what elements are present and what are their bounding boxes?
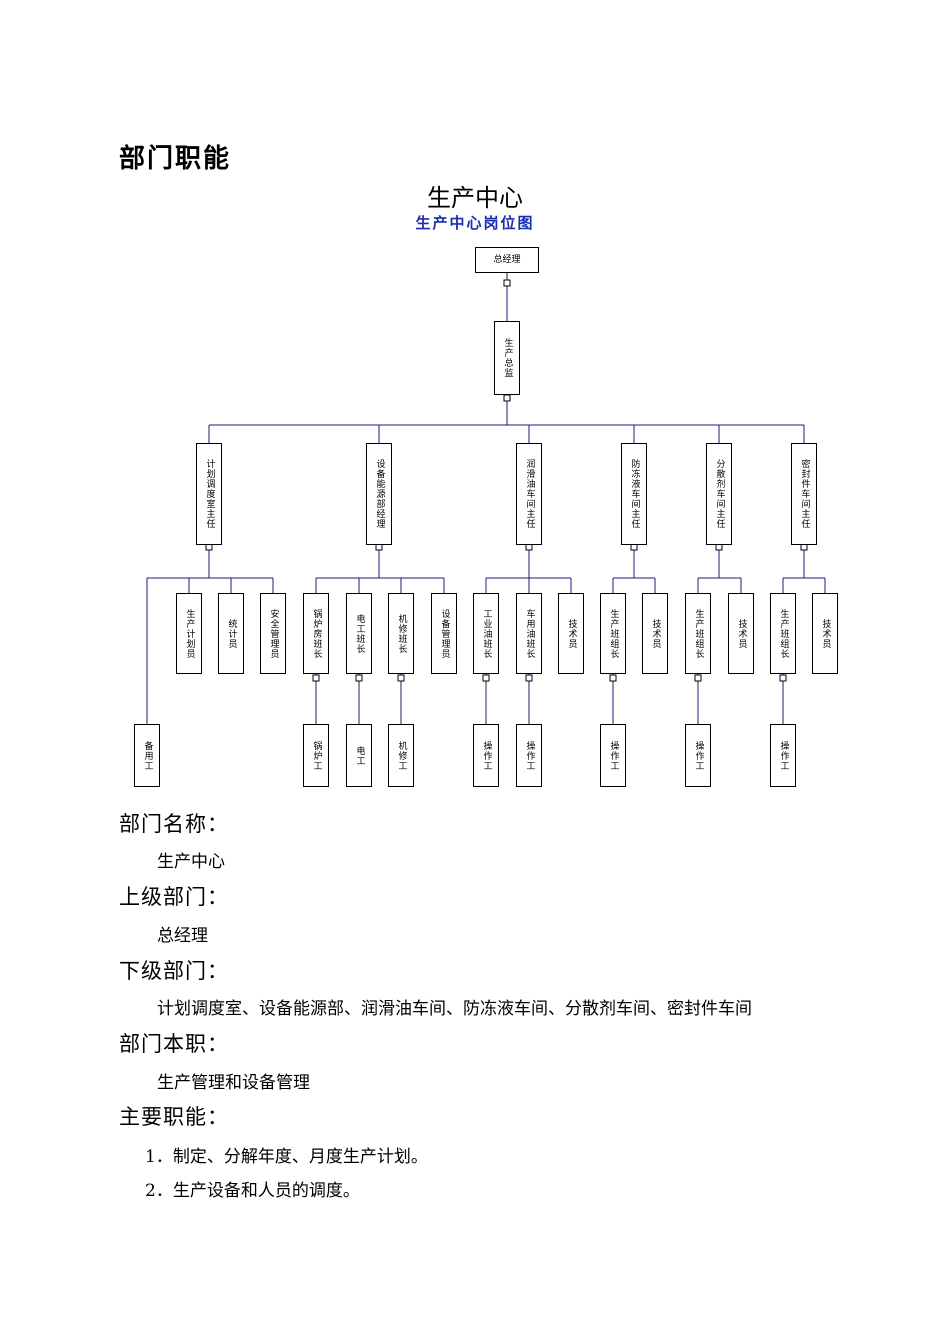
org-chart-title: 生产中心岗位图 — [415, 214, 535, 232]
superior-label: 上级部门： — [119, 885, 229, 909]
connector-node — [779, 674, 787, 682]
duty-value: 生产管理和设备管理 — [157, 1073, 310, 1093]
org-node-staff: 工业油班长 — [473, 593, 499, 674]
duty-label: 部门本职： — [119, 1032, 229, 1056]
org-node-staff: 生产班组长 — [685, 593, 711, 674]
org-node-manager: 设备能源部经理 — [366, 443, 392, 545]
org-node-staff: 技术员 — [812, 593, 838, 674]
org-node-manager: 润滑油车间主任 — [516, 443, 542, 545]
org-node-worker: 操作工 — [770, 724, 796, 787]
org-node-staff: 技术员 — [728, 593, 754, 674]
org-node-worker: 操作工 — [516, 724, 542, 787]
connector-node — [312, 674, 320, 682]
org-node-staff: 安全管理员 — [260, 593, 286, 674]
org-node-staff: 车用油班长 — [516, 593, 542, 674]
connector-node — [503, 279, 511, 287]
org-node-worker: 操作工 — [473, 724, 499, 787]
subordinate-label: 下级部门： — [119, 959, 229, 983]
org-node-staff: 技术员 — [642, 593, 668, 674]
org-node-manager: 密封件车间主任 — [791, 443, 817, 545]
superior-value: 总经理 — [157, 926, 208, 946]
functions-label: 主要职能： — [119, 1105, 229, 1129]
org-node-root: 总经理 — [475, 247, 539, 273]
connector-node — [355, 674, 363, 682]
org-node-worker: 操作工 — [600, 724, 626, 787]
page-heading: 部门职能 — [119, 144, 232, 174]
function-item: 1．制定、分解年度、月度生产计划。 — [145, 1147, 428, 1167]
org-node-staff: 机修班长 — [388, 593, 414, 674]
org-node-staff: 技术员 — [558, 593, 584, 674]
connector-node — [503, 394, 511, 402]
org-node-staff: 生产班组长 — [600, 593, 626, 674]
org-node-worker: 机修工 — [388, 724, 414, 787]
connector-node — [482, 674, 490, 682]
connector-node — [397, 674, 405, 682]
connector-node — [609, 674, 617, 682]
org-node-worker: 操作工 — [685, 724, 711, 787]
org-node-staff: 生产计划员 — [176, 593, 202, 674]
org-node-director: 生产总监 — [494, 321, 520, 395]
center-title: 生产中心 — [427, 184, 523, 212]
org-node-worker: 锅炉工 — [303, 724, 329, 787]
connector-node — [525, 674, 533, 682]
org-node-staff: 统计员 — [218, 593, 244, 674]
org-node-manager: 计划调度室主任 — [196, 443, 222, 545]
org-node-staff: 锅炉房班长 — [303, 593, 329, 674]
org-chart-connectors — [146, 273, 826, 724]
org-node-manager: 分散剂车间主任 — [706, 443, 732, 545]
org-node-staff: 生产班组长 — [770, 593, 796, 674]
org-node-staff: 设备管理员 — [431, 593, 457, 674]
dept-name-value: 生产中心 — [157, 852, 225, 872]
subordinate-value: 计划调度室、设备能源部、润滑油车间、防冻液车间、分散剂车间、密封件车间 — [157, 999, 752, 1019]
connector-node — [694, 674, 702, 682]
org-node-worker: 电工 — [346, 724, 372, 787]
dept-name-label: 部门名称： — [119, 812, 229, 836]
org-node-staff: 电工班长 — [346, 593, 372, 674]
org-node-manager: 防冻液车间主任 — [621, 443, 647, 545]
function-item: 2．生产设备和人员的调度。 — [145, 1181, 360, 1201]
org-node-worker: 备用工 — [134, 724, 160, 787]
